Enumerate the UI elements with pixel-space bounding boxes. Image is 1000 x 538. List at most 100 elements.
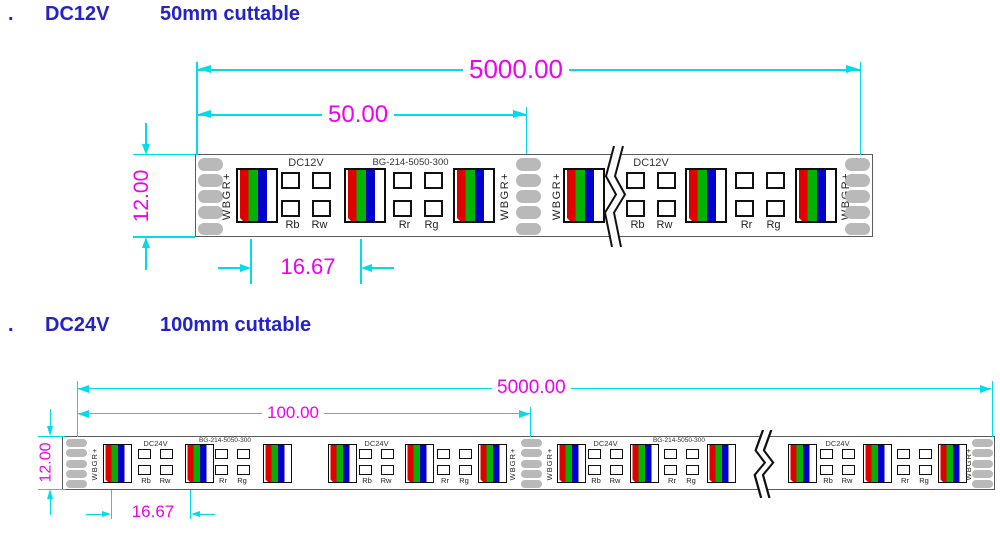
solder-pad (521, 449, 542, 458)
solder-pad (521, 439, 542, 447)
resistor-row (393, 172, 443, 217)
part-number-label: BG-214-5050-300 (198, 437, 252, 444)
resistor-top-pad (626, 172, 645, 189)
part-number-label: BG-214-5050-300 (652, 437, 706, 444)
resistor (393, 172, 412, 217)
resistor-bottom-pad (424, 200, 443, 217)
strip-body-dc24v: WBGR+ DC24V Rb Rw BG-214-5050-300 Rr (62, 430, 995, 498)
dimension-line-pitch (370, 267, 394, 269)
dimension-line-pitch (198, 514, 215, 516)
dimension-line-width (145, 123, 147, 145)
solder-pad (972, 449, 993, 458)
resistor-group: Rr Rg (664, 439, 699, 485)
resistor-labels: Rr Rg (738, 219, 783, 231)
resistor-bottom-pad (588, 465, 601, 475)
resistor-label: Rr (441, 476, 449, 485)
extension-line (77, 381, 79, 437)
resistor-row (215, 449, 250, 475)
section1-bullet: . (8, 3, 14, 25)
resistor-label: Rb (591, 476, 601, 485)
resistor-label: Rw (656, 219, 673, 231)
resistor (657, 172, 676, 217)
pin-labels: WBGR+ (499, 171, 511, 221)
resistor-row (664, 449, 699, 475)
solder-pad (521, 480, 542, 488)
solder-pad (845, 174, 870, 187)
pin-labels: WBGR+ (551, 171, 563, 221)
dimension-line-pitch (86, 514, 103, 516)
solder-pad (66, 480, 87, 488)
solder-pads-cut-point (516, 158, 541, 235)
led-chip (630, 444, 659, 483)
resistor-top-pad (381, 449, 394, 459)
resistor-label: Rg (424, 219, 439, 231)
resistor-label: Rr (740, 219, 753, 231)
resistor-labels: Rr Rg (899, 476, 931, 485)
led-chip (863, 444, 892, 483)
resistor-bottom-pad (766, 200, 785, 217)
led-chip (103, 444, 132, 483)
resistor-bottom-pad (359, 465, 372, 475)
solder-pad (198, 190, 223, 203)
resistor-group: Rr Rg (897, 439, 932, 485)
resistor-label: Rb (630, 219, 645, 231)
led-chip (453, 168, 495, 223)
dimension-arrow (846, 65, 859, 73)
dimension-label-width: 12.00 (130, 169, 153, 223)
dimension-arrow (980, 384, 991, 393)
resistor (686, 449, 699, 475)
dimension-label-pitch: 16.67 (258, 254, 358, 279)
resistor-top-pad (686, 449, 699, 459)
resistor-group: Rr Rg (215, 439, 250, 485)
extension-line (133, 236, 195, 238)
resistor-label: Rr (398, 219, 411, 231)
resistor (459, 449, 472, 475)
dimension-arrow (141, 144, 150, 155)
resistor-group: Rr Rg (437, 439, 472, 485)
resistor-bottom-pad (381, 465, 394, 475)
resistor-label: Rr (668, 476, 676, 485)
resistor (766, 172, 785, 217)
resistor-labels: Rr Rg (217, 476, 249, 485)
resistor-top-pad (424, 172, 443, 189)
resistor-top-pad (897, 449, 910, 459)
extension-line (859, 62, 862, 155)
voltage-label: DC24V (825, 439, 850, 448)
dimension-arrow (141, 237, 150, 248)
resistor-bottom-pad (626, 200, 645, 217)
dimension-arrow (47, 426, 53, 436)
resistor-top-pad (664, 449, 677, 459)
resistor-bottom-pad (657, 200, 676, 217)
resistor-group: Rr Rg (393, 157, 443, 231)
resistor-group: Rr Rg (735, 157, 785, 231)
resistor-bottom-pad (820, 465, 833, 475)
led-chip (707, 444, 736, 483)
resistor (312, 172, 331, 217)
extension-line (529, 407, 531, 437)
resistor-label: Rb (141, 476, 151, 485)
resistor-top-pad (766, 172, 785, 189)
resistor-row (138, 449, 173, 475)
solder-pad (972, 469, 993, 478)
solder-pads-left (66, 439, 87, 488)
led-chip (405, 444, 434, 483)
resistor-bottom-pad (686, 465, 699, 475)
solder-pad (516, 174, 541, 187)
solder-pad (516, 158, 541, 171)
resistor-label: Rw (609, 476, 621, 485)
resistor (237, 449, 250, 475)
resistor-top-pad (657, 172, 676, 189)
resistor-group: DC12V Rb Rw (626, 157, 676, 231)
dimension-arrow (78, 409, 89, 418)
dimension-label-width: 12.00 (37, 442, 55, 483)
resistor-bottom-pad (312, 200, 331, 217)
resistor-label: Rr (901, 476, 909, 485)
led-chip (788, 444, 817, 483)
resistor-label: Rb (285, 219, 300, 231)
resistor-bottom-pad (215, 465, 228, 475)
resistor-labels: Rb Rw (140, 476, 172, 485)
resistor-top-pad (215, 449, 228, 459)
resistor-top-pad (437, 449, 450, 459)
section2-bullet: . (8, 314, 14, 336)
resistor-labels: Rb Rw (284, 219, 329, 231)
